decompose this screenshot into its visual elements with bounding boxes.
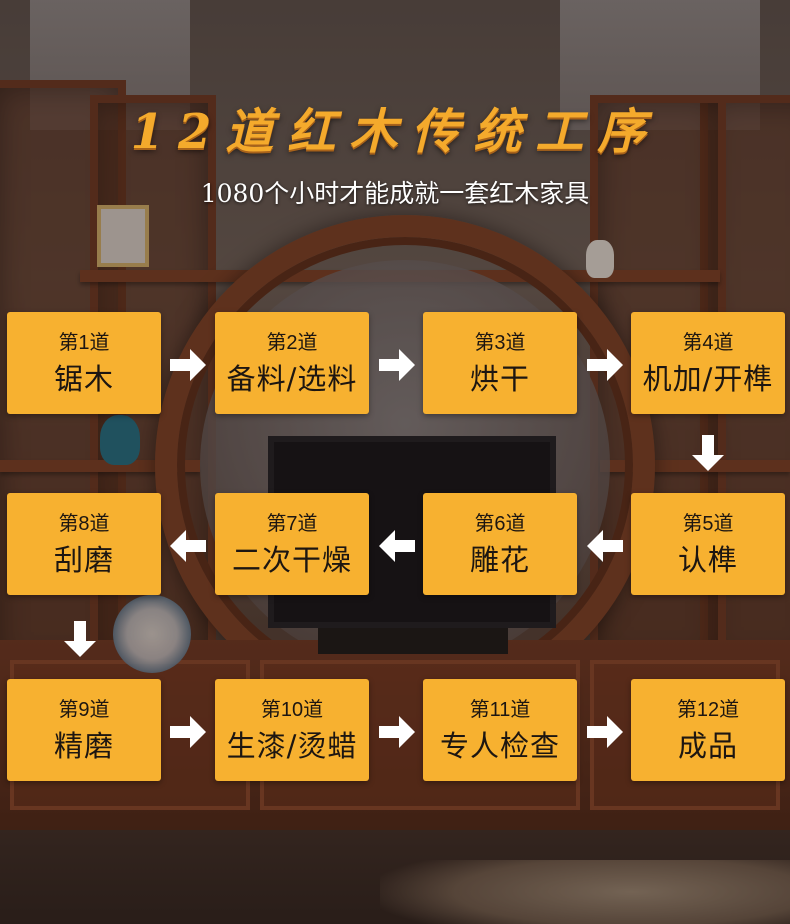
page-subtitle: 1080个小时才能成就一套红木家具 [0, 174, 790, 210]
step-name: 认榫 [678, 543, 738, 577]
step-number: 第6道 [474, 511, 525, 537]
step-name: 专人检查 [440, 729, 560, 763]
arrow-left-icon [168, 526, 208, 566]
step-card-2: 第2道 备料/选料 [215, 312, 369, 414]
step-name: 生漆/烫蜡 [227, 729, 358, 763]
step-number: 第9道 [58, 697, 109, 723]
step-card-1: 第1道 锯木 [7, 312, 161, 414]
step-card-6: 第6道 雕花 [423, 493, 577, 595]
arrow-right-icon [377, 345, 417, 385]
step-name: 备料/选料 [227, 362, 358, 396]
arrow-down-icon [688, 433, 728, 473]
step-name: 锯木 [54, 362, 114, 396]
step-number: 第11道 [470, 697, 531, 723]
step-name: 二次干燥 [232, 543, 352, 577]
step-card-9: 第9道 精磨 [7, 679, 161, 781]
arrow-right-icon [168, 345, 208, 385]
arrow-right-icon [168, 712, 208, 752]
step-number: 第8道 [58, 511, 109, 537]
arrow-right-icon [585, 345, 625, 385]
step-number: 第3道 [474, 330, 525, 356]
step-name: 烘干 [470, 362, 530, 396]
step-number: 第12道 [677, 697, 739, 723]
arrow-right-icon [377, 712, 417, 752]
arrow-down-icon [60, 619, 100, 659]
step-card-11: 第11道 专人检查 [423, 679, 577, 781]
step-name: 成品 [678, 729, 738, 763]
page-title: 12道红木传统工序 [0, 92, 790, 162]
step-card-10: 第10道 生漆/烫蜡 [215, 679, 369, 781]
step-card-5: 第5道 认榫 [631, 493, 785, 595]
step-card-3: 第3道 烘干 [423, 312, 577, 414]
step-number: 第1道 [58, 330, 109, 356]
step-number: 第5道 [682, 511, 733, 537]
step-number: 第10道 [261, 697, 323, 723]
arrow-right-icon [585, 712, 625, 752]
step-name: 机加/开榫 [643, 362, 774, 396]
step-number: 第7道 [266, 511, 317, 537]
step-card-8: 第8道 刮磨 [7, 493, 161, 595]
arrow-left-icon [377, 526, 417, 566]
step-card-4: 第4道 机加/开榫 [631, 312, 785, 414]
step-card-12: 第12道 成品 [631, 679, 785, 781]
step-number: 第2道 [266, 330, 317, 356]
step-card-7: 第7道 二次干燥 [215, 493, 369, 595]
step-name: 精磨 [54, 729, 114, 763]
arrow-left-icon [585, 526, 625, 566]
step-name: 刮磨 [54, 543, 114, 577]
step-number: 第4道 [682, 330, 733, 356]
step-name: 雕花 [470, 543, 530, 577]
